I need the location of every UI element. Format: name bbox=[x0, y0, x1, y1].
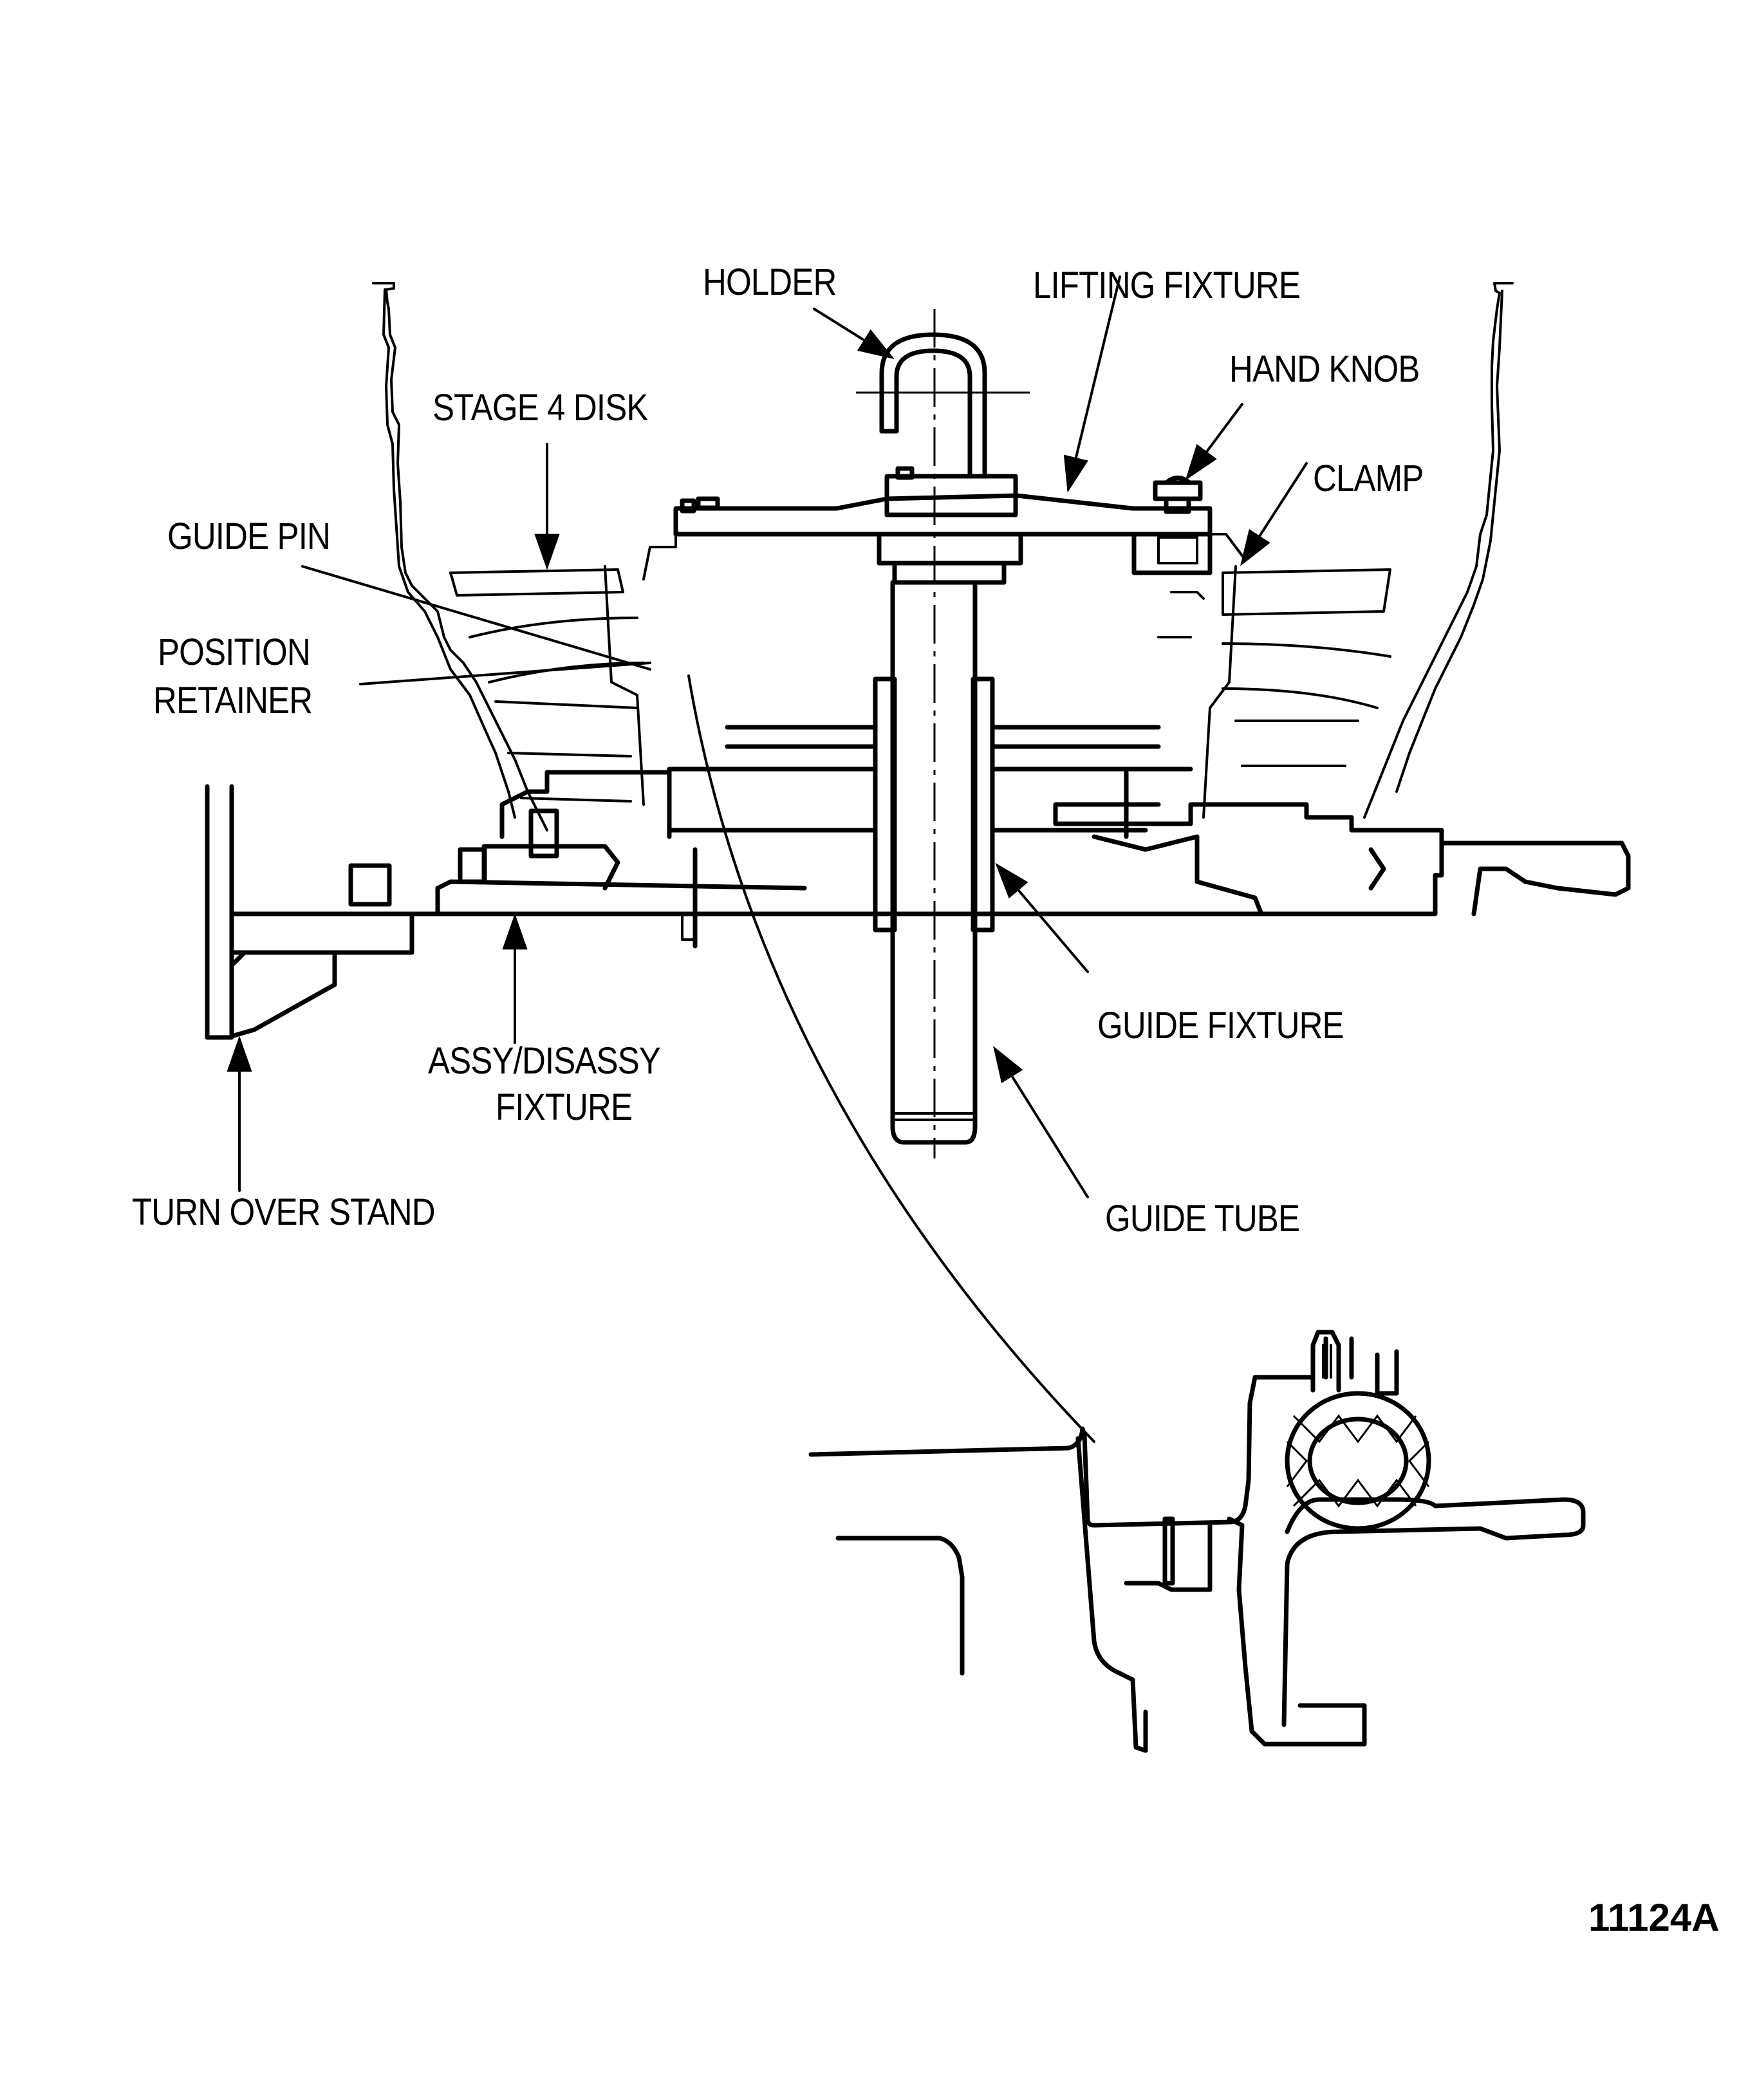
hand-knob bbox=[1153, 476, 1203, 514]
clamp-bracket bbox=[1131, 532, 1247, 575]
stage-4-disk-left bbox=[449, 565, 645, 806]
clamp-arrow bbox=[1240, 462, 1308, 566]
callout-arrows bbox=[227, 275, 1308, 1198]
holder-hook bbox=[856, 332, 1030, 479]
detail-leader-curve bbox=[687, 674, 1095, 1443]
label-lifting-fixture: LIFTING FIXTURE bbox=[1033, 265, 1301, 306]
figure-number: 11124A bbox=[1588, 1896, 1720, 1939]
label-turn-over-stand: TURN OVER STAND bbox=[132, 1191, 436, 1233]
stage-4-disk-right bbox=[1157, 565, 1391, 819]
guide-fixture-arrow bbox=[995, 862, 1089, 973]
label-guide-fixture: GUIDE FIXTURE bbox=[1097, 1005, 1344, 1046]
label-stage-4-disk: STAGE 4 DISK bbox=[432, 387, 648, 429]
right-case-outline bbox=[1363, 282, 1514, 819]
assy-disassy-fixture bbox=[229, 770, 1631, 949]
label-position-retainer-1: POSITION bbox=[158, 631, 311, 673]
guide-fixture bbox=[667, 676, 1193, 933]
guide-pin-leader bbox=[301, 565, 651, 671]
label-guide-pin: GUIDE PIN bbox=[167, 516, 331, 557]
holder-arrow bbox=[813, 308, 895, 359]
hand-knob-arrow bbox=[1185, 403, 1243, 481]
detail-view bbox=[808, 1330, 1586, 1753]
left-case-outline bbox=[372, 282, 548, 832]
label-assy-disassy-1: ASSY/DISASSY bbox=[428, 1040, 661, 1082]
position-retainer-leader bbox=[359, 662, 651, 685]
lifting-fixture-arrow bbox=[1063, 275, 1121, 493]
label-holder: HOLDER bbox=[703, 261, 837, 303]
lifting-fixture-plate bbox=[642, 466, 1213, 585]
label-clamp: CLAMP bbox=[1313, 458, 1424, 499]
label-position-retainer-2: RETAINER bbox=[153, 680, 313, 721]
guide-tube-arrow bbox=[993, 1046, 1089, 1198]
label-guide-tube: GUIDE TUBE bbox=[1105, 1198, 1300, 1240]
turn-over-stand bbox=[205, 784, 414, 1040]
guide-tube bbox=[890, 580, 978, 1145]
label-hand-knob: HAND KNOB bbox=[1229, 348, 1420, 390]
label-assy-disassy-2: FIXTURE bbox=[496, 1086, 633, 1128]
